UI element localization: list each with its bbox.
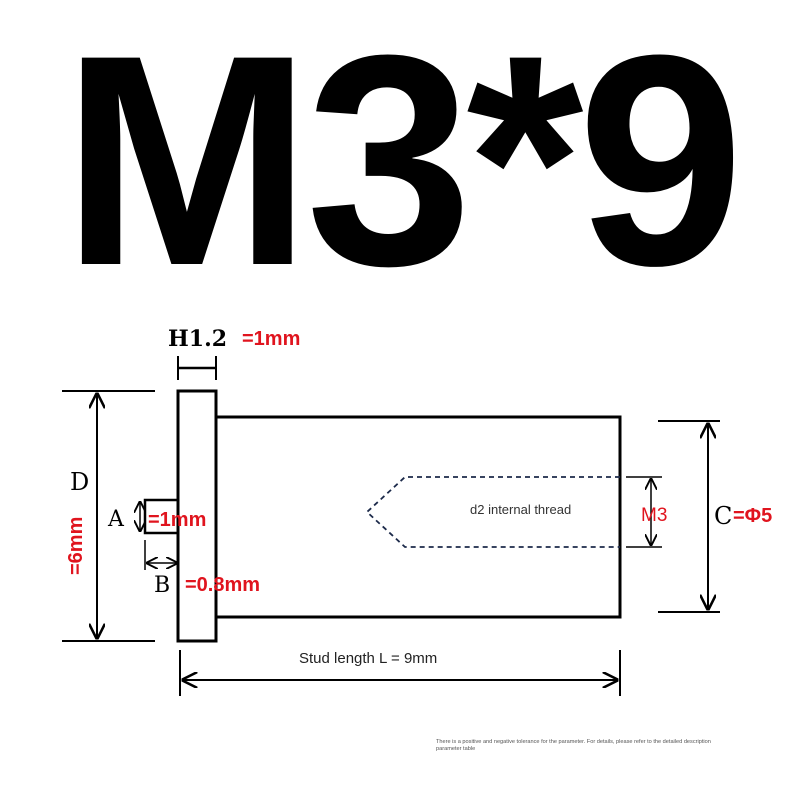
c-label: C: [714, 502, 732, 530]
stud-length-label: Stud length L = 9mm: [299, 650, 437, 667]
stud-body: [216, 415, 622, 619]
size-title: M3*9: [61, 0, 744, 328]
thread-text: d2 internal thread: [470, 502, 571, 517]
h-label: H1.2: [168, 326, 227, 352]
footnote-line1: There is a positive and negative toleran…: [436, 739, 711, 745]
b-label: B: [154, 573, 170, 598]
d-label: D: [70, 468, 89, 496]
a-label: A: [107, 507, 125, 532]
h-value: =1mm: [242, 328, 300, 350]
m3-value: M3: [641, 505, 667, 526]
c-value: =Φ5: [733, 505, 772, 527]
head-flange: [176, 389, 218, 643]
footnote-line2: parameter table: [436, 746, 475, 752]
a-value: =1mm: [148, 509, 206, 531]
b-value: =0.8mm: [185, 574, 260, 596]
d-value: =6mm: [65, 517, 87, 575]
internal-thread-outline: [365, 476, 620, 548]
